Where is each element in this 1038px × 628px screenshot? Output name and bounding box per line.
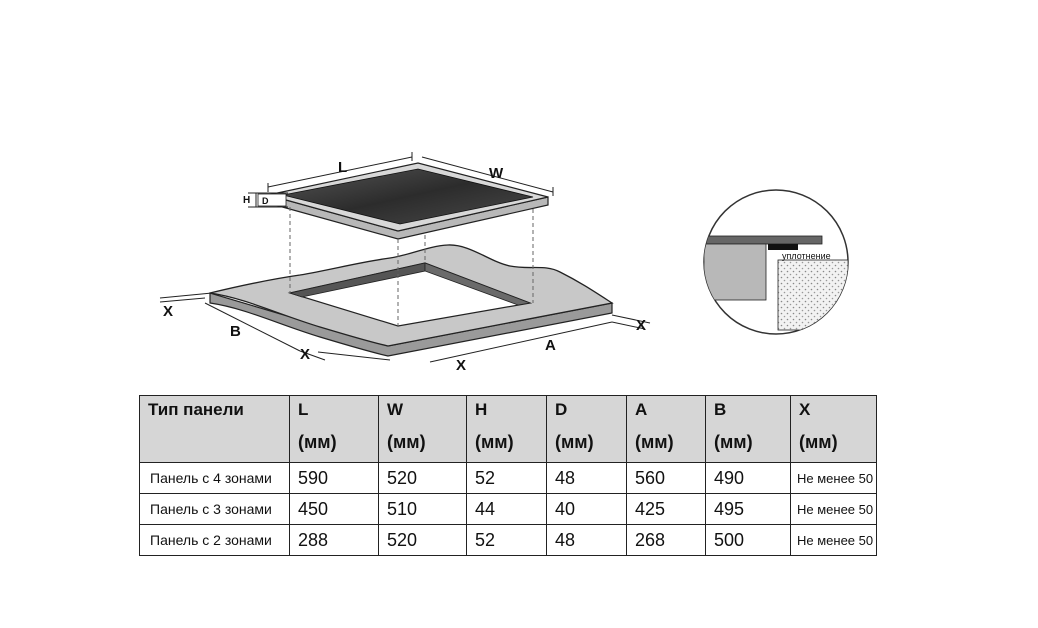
cell-B: 490: [705, 462, 791, 494]
spec-table: Тип панели L(мм) W(мм) H(мм) D(мм) A(мм)…: [139, 395, 877, 556]
seal-detail: уплотнение: [703, 189, 849, 335]
cell-A: 425: [626, 493, 706, 525]
label-H: H: [243, 195, 250, 206]
cell-W: 520: [378, 524, 467, 556]
header-X: X(мм): [790, 395, 877, 463]
installation-diagram: L W H D X B X X A X уплотнение: [159, 152, 849, 374]
header-L: L(мм): [289, 395, 379, 463]
cell-B: 500: [705, 524, 791, 556]
cell-L: 590: [289, 462, 379, 494]
cell-B: 495: [705, 493, 791, 525]
dimension-lines: [159, 152, 651, 363]
seal-label: уплотнение: [782, 251, 831, 261]
label-X-left: X: [163, 303, 173, 320]
table-row: Панель с 3 зонами 450 510 44 40 425 495 …: [139, 493, 877, 525]
cell-D: 48: [546, 462, 627, 494]
cell-X: Не менее 50: [790, 493, 877, 525]
projection-lines: [289, 207, 534, 326]
dimension-labels: L W H D X B X X A X: [163, 159, 646, 374]
label-B: B: [230, 323, 241, 340]
cell-H: 44: [466, 493, 547, 525]
table-header-row: Тип панели L(мм) W(мм) H(мм) D(мм) A(мм)…: [139, 395, 877, 463]
cell-W: 520: [378, 462, 467, 494]
row-label: Панель с 2 зонами: [139, 524, 290, 556]
cell-W: 510: [378, 493, 467, 525]
header-A: A(мм): [626, 395, 706, 463]
table-row: Панель с 2 зонами 288 520 52 48 268 500 …: [139, 524, 877, 556]
cell-H: 52: [466, 462, 547, 494]
table-row: Панель с 4 зонами 590 520 52 48 560 490 …: [139, 462, 877, 494]
label-X-bottom-mid: X: [456, 357, 466, 374]
hob-panel: [267, 162, 549, 240]
countertop: [209, 244, 614, 357]
cell-L: 450: [289, 493, 379, 525]
cell-A: 560: [626, 462, 706, 494]
header-W: W(мм): [378, 395, 467, 463]
row-label: Панель с 4 зонами: [139, 462, 290, 494]
cell-H: 52: [466, 524, 547, 556]
header-D: D(мм): [546, 395, 627, 463]
header-B: B(мм): [705, 395, 791, 463]
label-X-right: X: [636, 317, 646, 334]
cell-D: 48: [546, 524, 627, 556]
header-type: Тип панели: [139, 395, 290, 463]
cell-A: 268: [626, 524, 706, 556]
label-D: D: [262, 196, 269, 206]
label-A: A: [545, 337, 556, 354]
cell-D: 40: [546, 493, 627, 525]
header-H: H(мм): [466, 395, 547, 463]
label-X-bottom-left: X: [300, 346, 310, 363]
label-W: W: [489, 165, 504, 182]
cell-X: Не менее 50: [790, 462, 877, 494]
label-L: L: [338, 159, 347, 176]
cell-X: Не менее 50: [790, 524, 877, 556]
row-label: Панель с 3 зонами: [139, 493, 290, 525]
cell-L: 288: [289, 524, 379, 556]
